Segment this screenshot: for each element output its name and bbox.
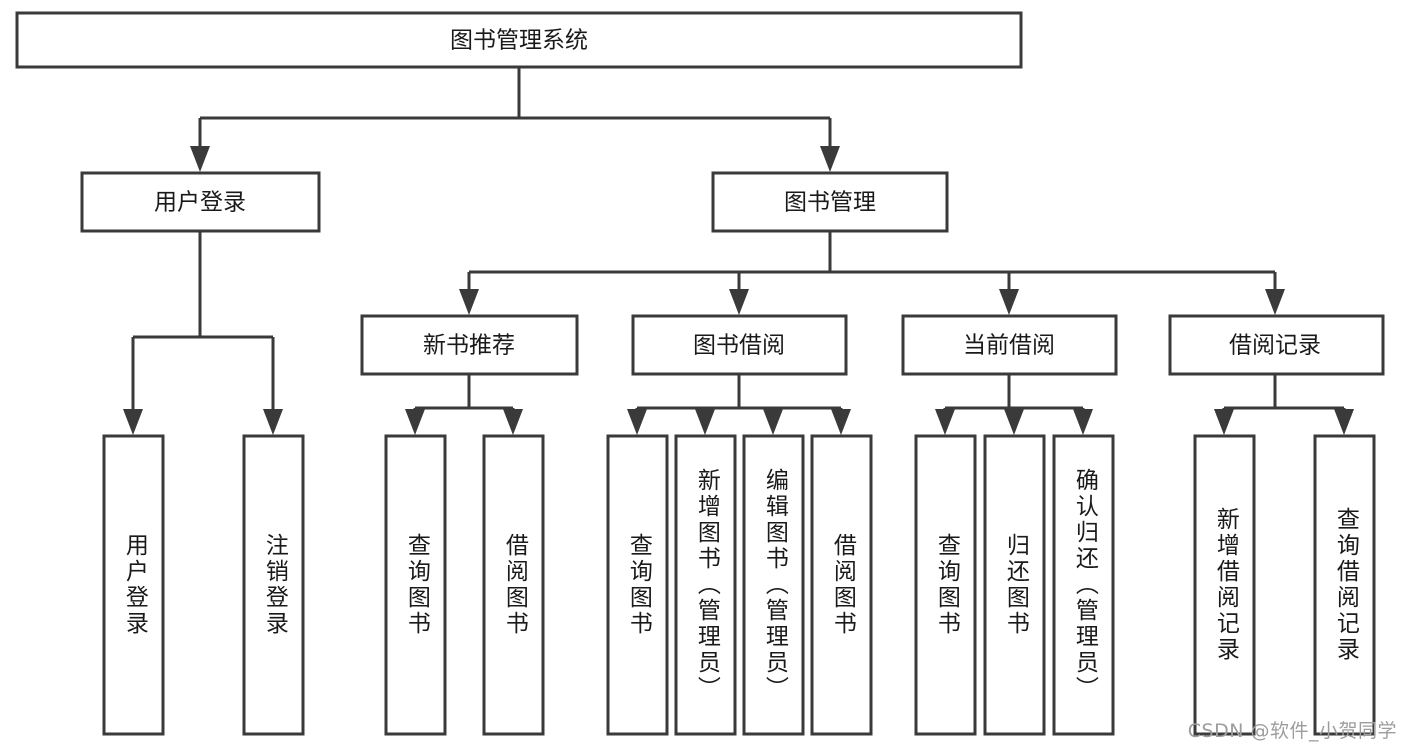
node-borrow-record-label: 借阅记录 <box>1229 333 1321 359</box>
arrow-head-icon <box>190 146 210 172</box>
leaf-box-record-query[interactable] <box>1313 434 1376 736</box>
arrow-head-icon <box>503 409 523 435</box>
arrow-head-icon <box>405 409 425 435</box>
arrow-head-icon <box>935 409 955 435</box>
arrow-head-icon <box>999 289 1019 315</box>
leaf-box-borrow-add[interactable] <box>674 434 737 736</box>
node-user-login[interactable]: 用户登录 <box>80 171 321 233</box>
node-current-borrow[interactable]: 当前借阅 <box>901 314 1118 376</box>
node-book-management[interactable]: 图书管理 <box>711 171 949 233</box>
arrow-head-icon <box>729 289 749 315</box>
leaf-box-user-login-logout[interactable] <box>242 434 305 736</box>
node-user-login-label: 用户登录 <box>154 190 246 216</box>
arrow-head-icon <box>627 409 647 435</box>
leaf-box-new-book-query[interactable] <box>384 434 447 736</box>
node-book-borrow[interactable]: 图书借阅 <box>631 314 848 376</box>
node-new-book-recommend[interactable]: 新书推荐 <box>360 314 579 376</box>
arrow-head-icon <box>831 409 851 435</box>
connector-borrow-record-to-leaves <box>1214 375 1354 435</box>
connector-user-login-to-leaves <box>123 232 283 435</box>
arrow-head-icon <box>1265 289 1285 315</box>
arrow-head-icon <box>1073 409 1093 435</box>
leaf-box-current-return[interactable] <box>983 434 1046 736</box>
arrow-head-icon <box>820 146 840 172</box>
connector-book-manage-to-level3 <box>459 232 1285 315</box>
connector-current-borrow-to-leaves <box>935 375 1093 435</box>
arrow-head-icon <box>1334 409 1354 435</box>
node-root-system[interactable]: 图书管理系统 <box>15 11 1023 69</box>
node-current-borrow-label: 当前借阅 <box>963 333 1055 359</box>
node-borrow-record[interactable]: 借阅记录 <box>1168 314 1385 376</box>
node-root-label: 图书管理系统 <box>450 28 588 54</box>
arrow-head-icon <box>1004 409 1024 435</box>
leaf-box-new-book-borrow[interactable] <box>482 434 545 736</box>
arrow-head-icon <box>459 289 479 315</box>
watermark-text: CSDN @软件_小贺同学 <box>1187 720 1397 742</box>
connector-new-book-to-leaves <box>405 375 523 435</box>
leaf-box-record-add[interactable] <box>1193 434 1256 736</box>
connector-book-borrow-to-leaves <box>627 375 851 435</box>
node-new-book-recommend-label: 新书推荐 <box>423 333 515 359</box>
leaf-box-borrow-lend[interactable] <box>810 434 873 736</box>
node-book-management-label: 图书管理 <box>784 190 876 216</box>
arrow-head-icon <box>123 409 143 435</box>
leaf-box-user-login-login[interactable] <box>102 434 165 736</box>
leaf-box-current-query[interactable] <box>914 434 977 736</box>
leaf-box-current-confirm[interactable] <box>1052 434 1115 736</box>
arrow-head-icon <box>763 409 783 435</box>
leaf-box-borrow-edit[interactable] <box>742 434 805 736</box>
connector-root-to-level2 <box>190 68 840 172</box>
arrow-head-icon <box>263 409 283 435</box>
arrow-head-icon <box>1214 409 1234 435</box>
leaf-box-borrow-query[interactable] <box>606 434 669 736</box>
arrow-head-icon <box>695 409 715 435</box>
node-book-borrow-label: 图书借阅 <box>693 333 785 359</box>
